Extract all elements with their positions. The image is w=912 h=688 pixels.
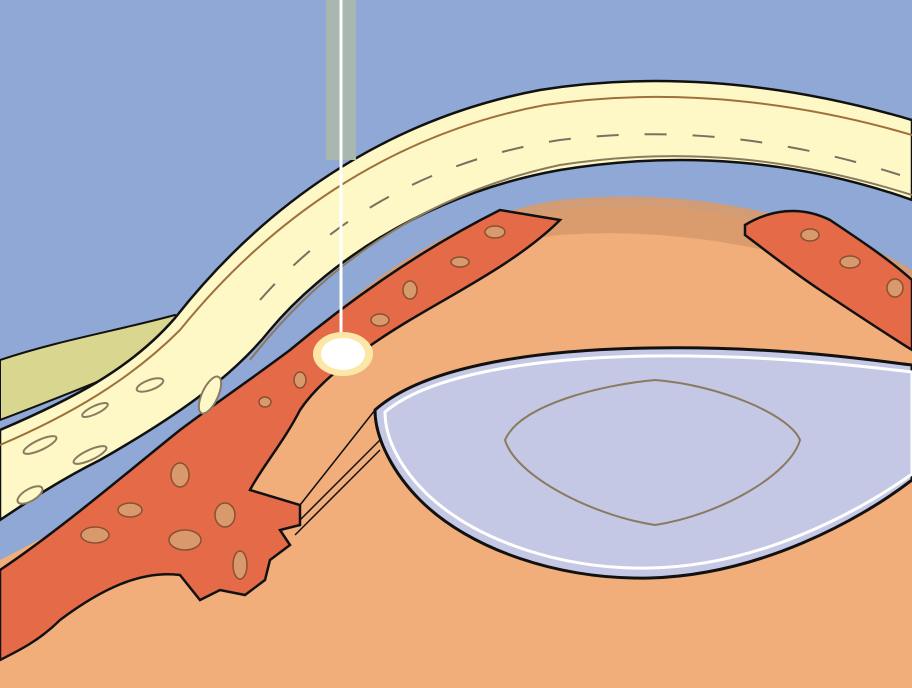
- laser-spot-icon: [321, 338, 365, 370]
